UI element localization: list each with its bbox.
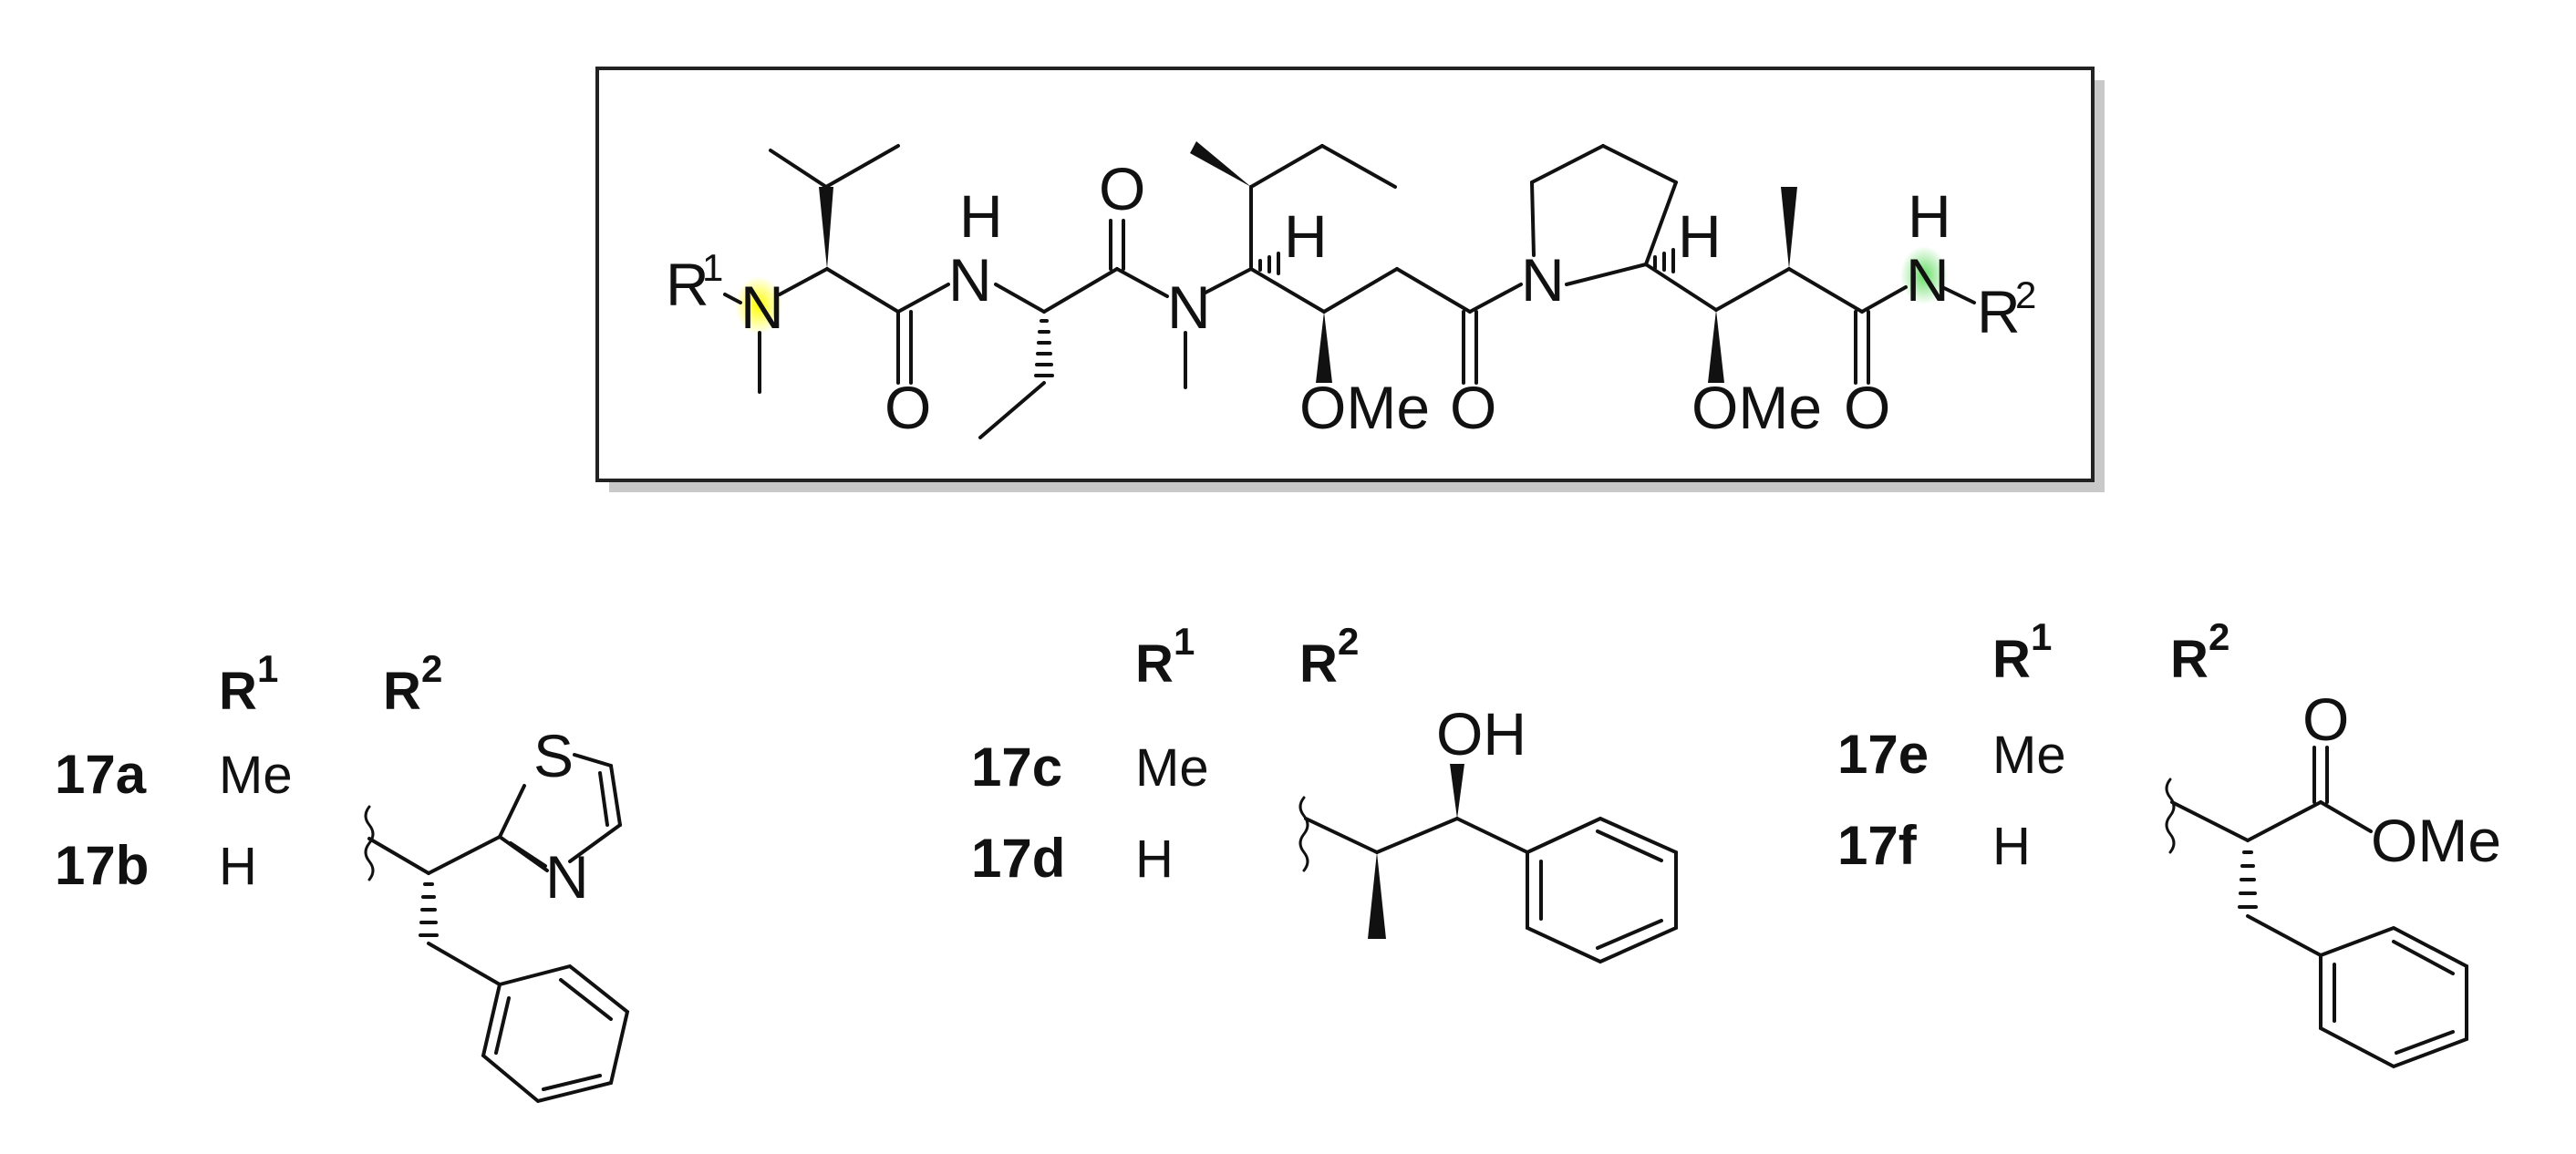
hydroxyl-label: OH xyxy=(1436,700,1526,768)
oxygen-4: O xyxy=(1844,374,1890,441)
hashed-bond-5 xyxy=(2238,850,2258,909)
r1-value: H xyxy=(1992,817,2031,876)
r2-structure-hydroxy xyxy=(1298,764,1678,964)
hashed-bond-1 xyxy=(1034,319,1054,377)
r1-nitrogen-highlight xyxy=(735,276,782,335)
carbonyl-oxygen: O xyxy=(2302,685,2349,753)
r2-structure-ester-labels: O OMe xyxy=(2302,685,2501,874)
substituent-table-2: R 1 R 2 17c Me 17d H xyxy=(971,620,1359,889)
table-1-header-r1-sup: 1 xyxy=(257,647,278,690)
r1-superscript: 1 xyxy=(702,246,723,289)
hydrogen-nh-1: H xyxy=(959,182,1003,250)
r2-nitrogen-highlight xyxy=(1900,246,1948,304)
nitrogen-2: N xyxy=(948,246,992,314)
nitrogen-1: N xyxy=(740,273,784,341)
compound-label: 17a xyxy=(55,744,147,805)
r1-value: Me xyxy=(219,746,293,805)
substituent-table-1: R 1 R 2 17a Me 17b H xyxy=(55,647,442,896)
oxygen-1: O xyxy=(885,374,931,441)
table-1-header-r2-sup: 2 xyxy=(421,647,442,690)
substituent-table-3: R 1 R 2 17e Me 17f H xyxy=(1837,615,2229,876)
hydrogen-2: H xyxy=(1678,202,1722,270)
r1-value: H xyxy=(219,837,257,896)
hashed-bond-4 xyxy=(419,882,439,937)
nitrogen-3: N xyxy=(1167,273,1211,341)
nitrogen-4: N xyxy=(1521,246,1565,314)
compound-label: 17b xyxy=(55,835,149,896)
sulfur-atom: S xyxy=(533,722,574,789)
r2-superscript: 2 xyxy=(2015,273,2036,316)
table-3-header-r1: R xyxy=(1992,630,2031,689)
methyl-ether-2: OMe xyxy=(1691,374,1822,441)
compound-label: 17f xyxy=(1837,815,1918,876)
table-2-header-r2-sup: 2 xyxy=(1338,620,1359,663)
r2-structure-ester xyxy=(2165,746,2468,1069)
nitrogen-atom: N xyxy=(545,843,589,911)
r1-value: Me xyxy=(1992,726,2066,785)
r2-structure-thiazole xyxy=(364,753,630,1104)
methyl-ether-1: OMe xyxy=(1299,374,1430,441)
table-2-header-r1: R xyxy=(1135,634,1174,694)
table-2-header-r2: R xyxy=(1299,634,1338,694)
table-3-header-r2-sup: 2 xyxy=(2209,615,2229,658)
table-3-header-r2: R xyxy=(2170,630,2209,689)
nitrogen-5: N xyxy=(1906,246,1950,314)
hashed-bond-2 xyxy=(1258,252,1280,275)
compound-label: 17e xyxy=(1837,724,1929,785)
table-3-header-r1-sup: 1 xyxy=(2031,615,2052,658)
scaffold-labels: R 1 N H N O O N H OMe O N H OMe O H N R … xyxy=(666,155,2036,441)
r2-label: R xyxy=(1977,278,2021,345)
scaffold-box xyxy=(595,67,2105,492)
table-1-header-r2: R xyxy=(383,662,421,721)
oxygen-3: O xyxy=(1450,374,1496,441)
r1-value: H xyxy=(1135,829,1174,889)
r2-structure-thiazole-labels: S N xyxy=(533,722,589,911)
compound-label: 17d xyxy=(971,828,1065,889)
hashed-bond-3 xyxy=(1653,248,1675,273)
scaffold-structure xyxy=(723,141,1976,439)
table-2-header-r1-sup: 1 xyxy=(1174,620,1195,663)
methoxy-label: OMe xyxy=(2371,807,2501,874)
table-1-header-r1: R xyxy=(219,662,257,721)
hydrogen-1: H xyxy=(1284,202,1328,270)
oxygen-2: O xyxy=(1099,155,1145,222)
r2-structure-hydroxy-labels: OH xyxy=(1436,700,1526,768)
r1-label: R xyxy=(666,251,709,318)
compound-label: 17c xyxy=(971,737,1062,798)
r1-value: Me xyxy=(1135,738,1209,798)
hydrogen-nh-2: H xyxy=(1908,182,1951,250)
